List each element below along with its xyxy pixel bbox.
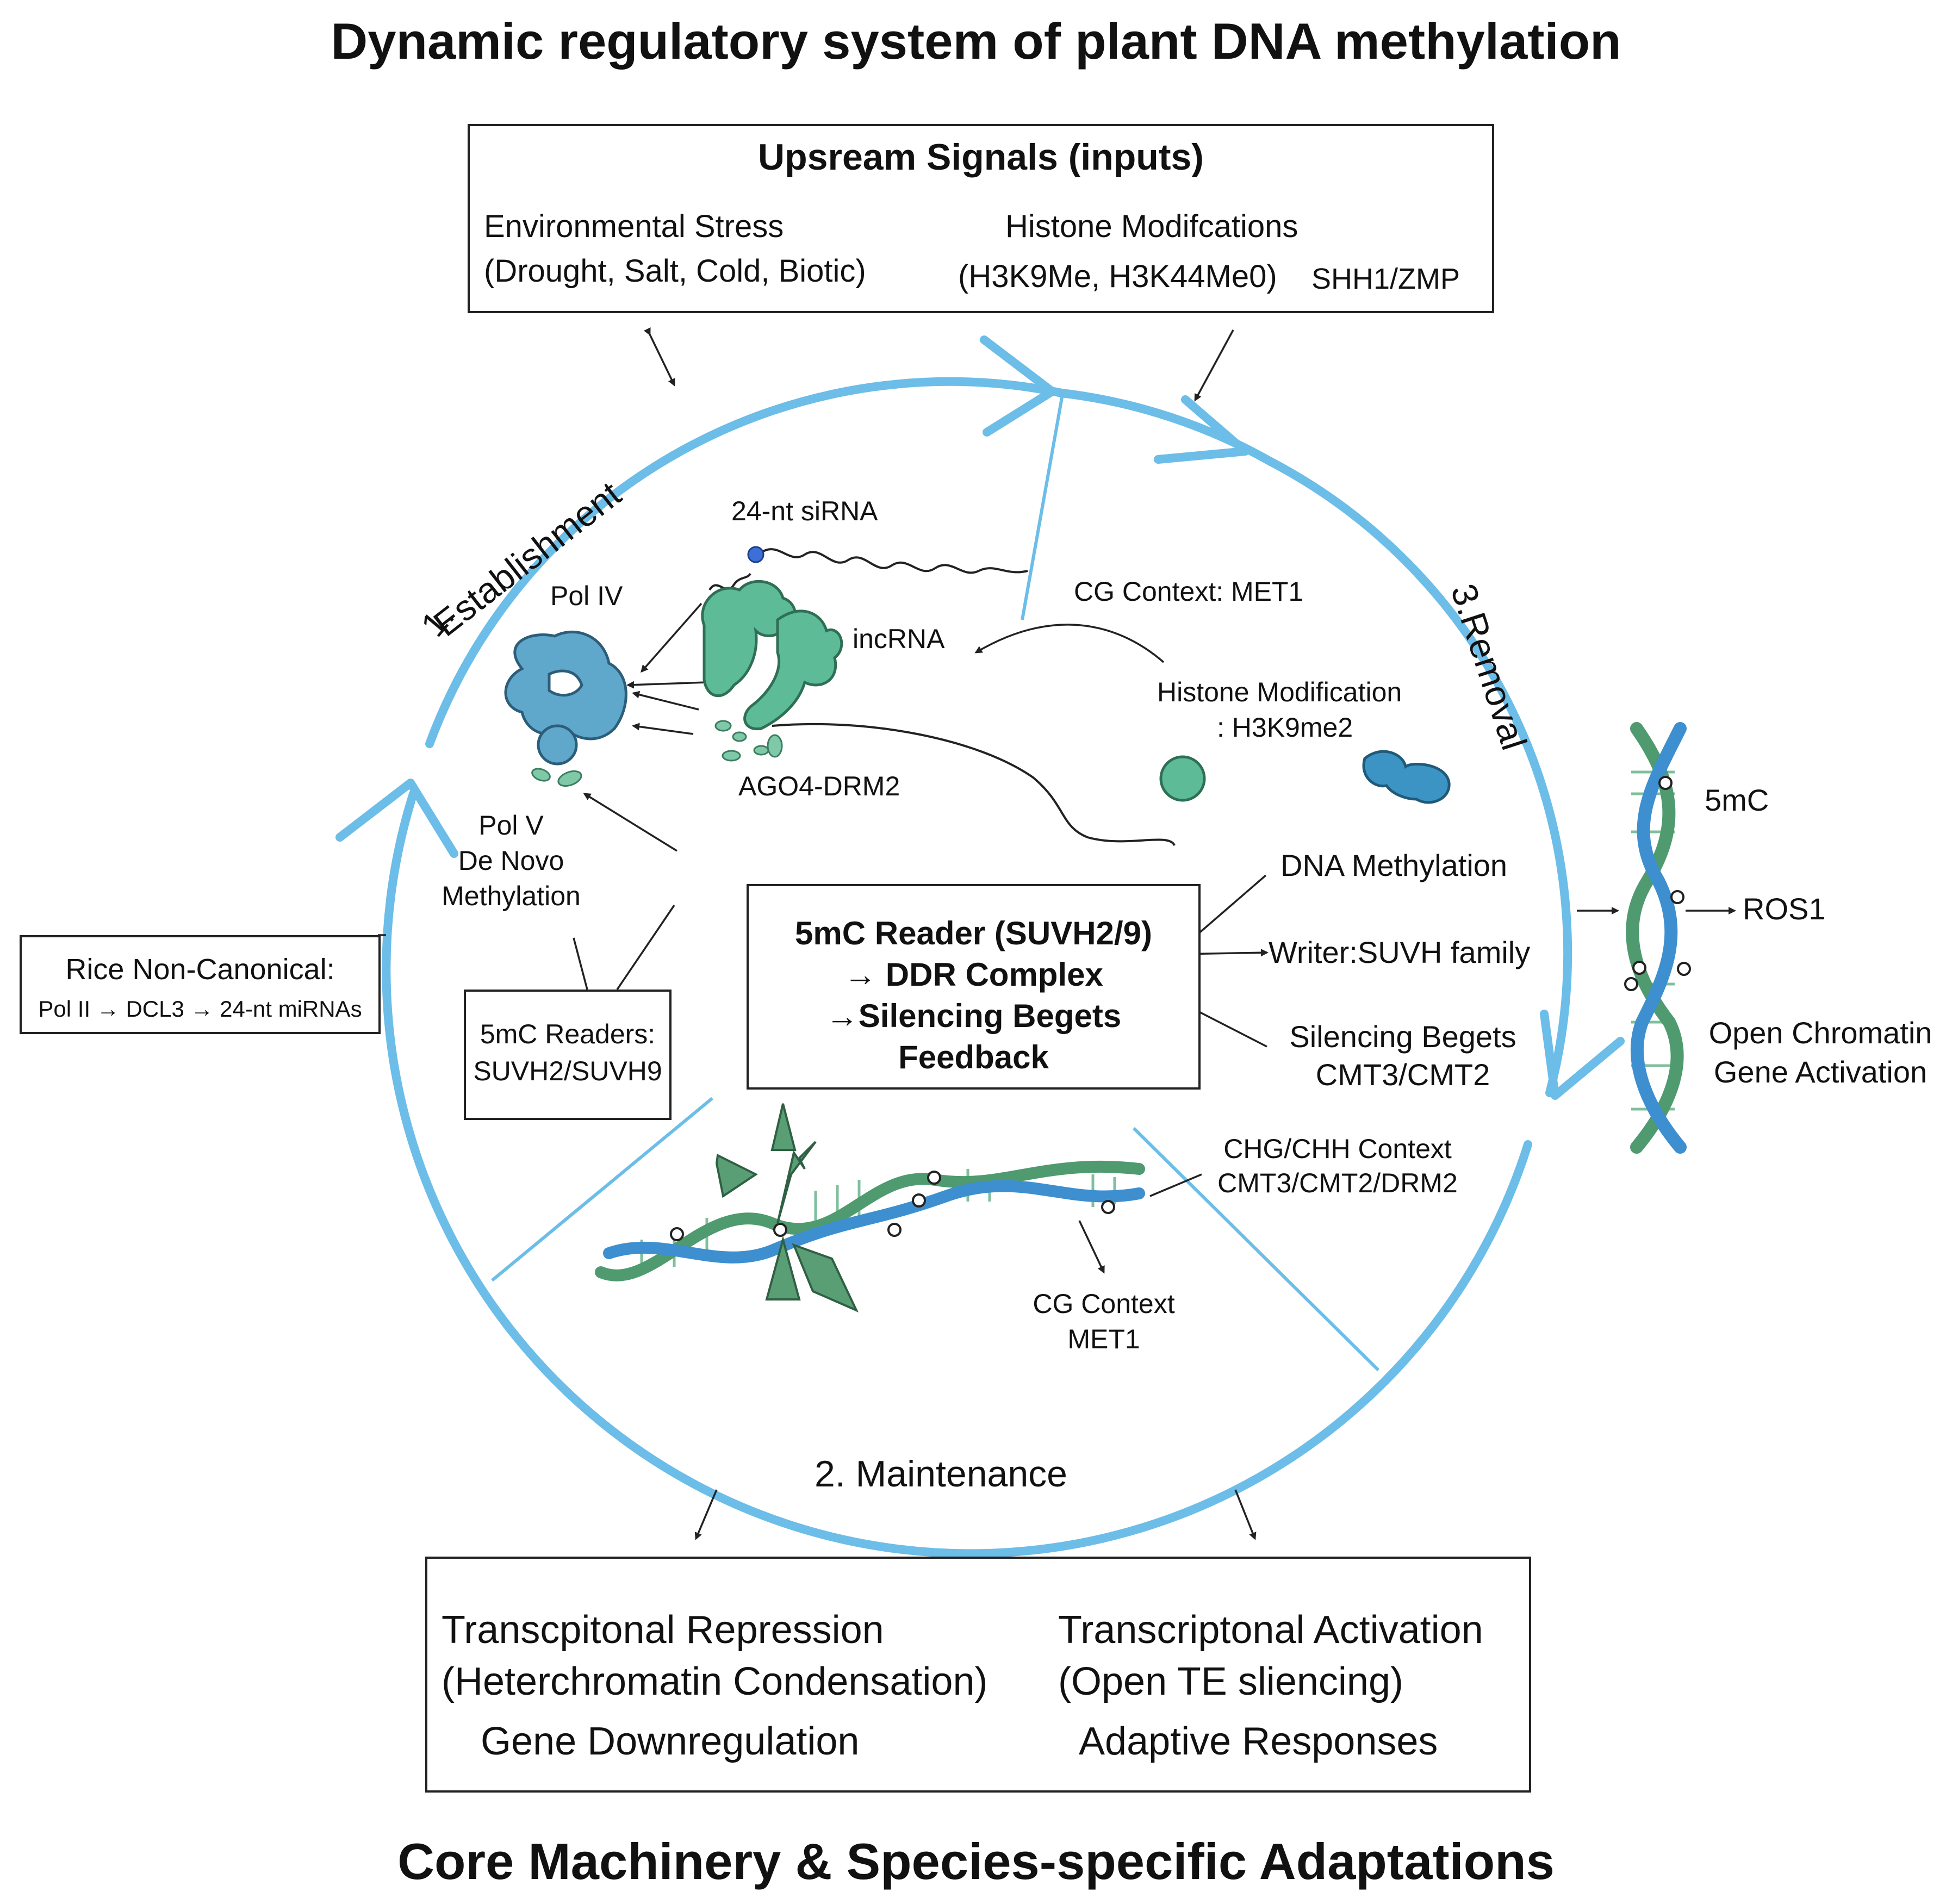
maintenance-dna <box>595 1103 1145 1312</box>
label-incrna: incRNA <box>853 624 945 654</box>
label-silencing-begets: Silencing Begets <box>1289 1019 1516 1054</box>
output-repression-2: (Heterchromatin Condensation) <box>442 1660 988 1703</box>
label-methylation: Methylation <box>442 881 581 911</box>
label-chg-chh-context: CHG/CHH Context <box>1223 1134 1452 1164</box>
rice-line-1: Rice Non-Canonical: <box>65 953 335 986</box>
center-reader-box: 5mC Reader (SUVH2/9) → DDR Complex →Sile… <box>747 884 1201 1090</box>
label-cmt3-cmt2-drm2: CMT3/CMT2/DRM2 <box>1217 1168 1458 1198</box>
removal-dna <box>1624 722 1691 1154</box>
label-histone-mod-1: Histone Modification <box>1157 677 1402 707</box>
arrowhead-right <box>1154 395 1249 464</box>
cycle-ring <box>382 377 1572 1558</box>
upstream-histone-line2: (H3K9Me, H3K44Me0) <box>958 259 1277 294</box>
arc-establishment <box>425 377 1066 748</box>
label-sirna: 24-nt siRNA <box>731 496 878 526</box>
upstream-histone-line1: Histone Modifcations <box>1005 209 1298 244</box>
upstream-env-line1: Environmental Stress <box>484 209 784 244</box>
upstream-heading: Upsream Signals (inputs) <box>758 136 1204 178</box>
upstream-signals-box: Upsream Signals (inputs) Environmental S… <box>468 124 1494 313</box>
histone-green-circle <box>1159 755 1206 802</box>
arrowhead-removal <box>1540 1010 1625 1100</box>
pol-iv-small-beads <box>531 768 582 787</box>
ago4-complex-shape <box>701 580 843 731</box>
label-cg-context-met1: CG Context: MET1 <box>1074 576 1304 607</box>
ago4-small-beads <box>714 720 783 762</box>
center-line-4: Feedback <box>898 1039 1049 1075</box>
label-gene-activation: Gene Activation <box>1713 1055 1928 1089</box>
label-dna-methylation: DNA Methylation <box>1280 848 1508 882</box>
label-histone-mod-2: : H3K9me2 <box>1217 712 1353 743</box>
center-line-1: 5mC Reader (SUVH2/9) <box>795 915 1152 951</box>
label-open-chromatin: Open Chromatin <box>1708 1016 1932 1050</box>
label-pol-iv: Pol IV <box>550 581 623 611</box>
center-line-2: → DDR Complex <box>844 956 1103 993</box>
label-writer-suvh: Writer:SUVH family <box>1269 935 1531 969</box>
sirna-bead <box>747 546 764 563</box>
label-pol-v: Pol V <box>478 810 544 841</box>
label-5mc: 5mC <box>1705 783 1769 817</box>
upstream-env-line2: (Drought, Salt, Cold, Biotic) <box>484 253 866 289</box>
center-line-3: →Silencing Begets <box>825 998 1122 1034</box>
pol-iv-shape <box>504 630 627 766</box>
label-met1: MET1 <box>1067 1324 1140 1354</box>
output-repression-3: Gene Downregulation <box>481 1720 860 1763</box>
readers-line-1: 5mC Readers: <box>480 1019 656 1049</box>
label-cg-context: CG Context <box>1033 1289 1175 1319</box>
readers-box: 5mC Readers: SUVH2/SUVH9 <box>464 990 672 1120</box>
sirna-strand <box>708 548 1176 847</box>
histone-blue-dumbbell <box>1362 750 1451 804</box>
page-title: Dynamic regulatory system of plant DNA m… <box>331 13 1621 70</box>
arc-removal <box>1265 457 1572 1097</box>
rice-line-2: Pol II → DCL3 → 24-nt miRNAs <box>38 996 362 1022</box>
arc-maintenance <box>382 789 1532 1558</box>
rice-box: Rice Non-Canonical: Pol II → DCL3 → 24-n… <box>20 935 381 1034</box>
readers-line-2: SUVH2/SUVH9 <box>473 1056 662 1086</box>
output-activation-2: (Open TE sliencing) <box>1058 1660 1403 1703</box>
outputs-box: Transcpitonal Repression (Heterchromatin… <box>425 1557 1531 1793</box>
arrowhead-left <box>335 779 458 858</box>
label-de-novo: De Novo <box>458 845 564 876</box>
output-activation-3: Adaptive Responses <box>1079 1720 1438 1763</box>
label-ago4-drm2: AGO4-DRM2 <box>738 771 900 801</box>
upstream-shh: SHH1/ZMP <box>1311 263 1460 295</box>
connector-arrows <box>378 327 1736 1540</box>
footer-title: Core Machinery & Species-specific Adapta… <box>397 1833 1555 1890</box>
label-ros1: ROS1 <box>1743 892 1826 926</box>
divider-lines <box>491 391 1380 1372</box>
arrowhead-top <box>980 335 1056 437</box>
output-activation-1: Transcriptonal Activation <box>1058 1608 1483 1652</box>
stage-maintenance-label: 2. Maintenance <box>815 1453 1067 1495</box>
label-cmt3-cmt2: CMT3/CMT2 <box>1315 1057 1490 1092</box>
cycle-arrowheads <box>335 335 1625 1100</box>
output-repression-1: Transcpitonal Repression <box>442 1608 884 1652</box>
